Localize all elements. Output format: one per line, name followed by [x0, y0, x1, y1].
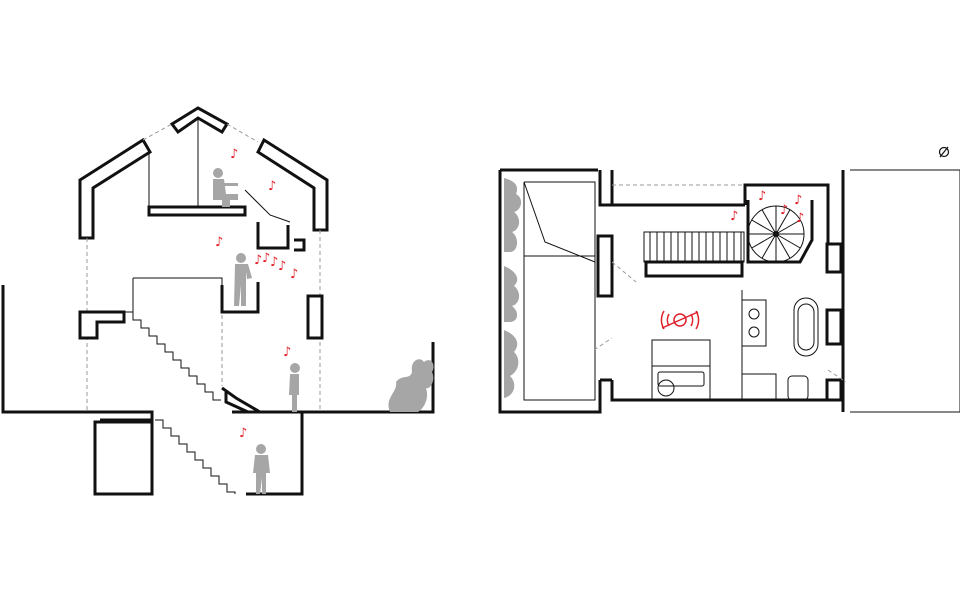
roof-right-slab — [256, 137, 329, 232]
section-music-note-icon: ♪ — [283, 345, 291, 360]
roof-terrace-slope — [523, 181, 596, 263]
attic-rope — [244, 189, 291, 223]
main-stair-landing — [221, 386, 261, 414]
hanging-cage-small — [294, 238, 306, 252]
north-arrow-icon — [938, 146, 950, 158]
section-music-note-icon: ♪ — [239, 426, 247, 441]
roof-left-slab — [78, 137, 153, 240]
terrace-left-wall — [498, 170, 602, 414]
spiral-tread — [775, 233, 801, 249]
section-music-note-icon: ♪ — [290, 267, 298, 282]
floor-plan: ♪ ♪ ♪ ♪ ♪ — [498, 146, 960, 414]
first-floor-slab — [78, 310, 126, 340]
balcony-right-outline — [850, 169, 960, 413]
section-music-note-icon: ♪ — [215, 235, 223, 250]
building-section: ♪♪♪♪♪♪♪♪♪♪ — [1, 106, 435, 496]
spiral-tread — [775, 219, 801, 235]
window-plan-right-2 — [825, 308, 843, 346]
bed — [651, 339, 711, 401]
ground-line-left — [1, 285, 87, 414]
straight-stair — [643, 231, 745, 278]
plan-music-notes: ♪ ♪ ♪ ♪ ♪ — [730, 189, 804, 226]
roof-ridge-cap — [169, 106, 230, 135]
sink-2 — [748, 326, 760, 338]
tree-silhouette — [388, 359, 434, 412]
section-music-notes: ♪♪♪♪♪♪♪♪♪♪ — [215, 147, 298, 441]
mezzanine-balcony — [220, 282, 260, 314]
basement-stair — [155, 419, 236, 494]
basement-outline — [87, 410, 154, 422]
plan-music-note-icon: ♪ — [796, 211, 804, 226]
section-music-note-icon: ♪ — [278, 259, 286, 274]
plan-outer-wall-bottom — [610, 380, 830, 402]
attic-loft-floor — [147, 205, 247, 217]
plan-outer-wall-top — [598, 170, 614, 207]
person-standing-ground — [289, 363, 300, 412]
spiral-tread — [751, 219, 777, 235]
door-swing-1 — [611, 261, 637, 283]
sink-1 — [748, 308, 760, 320]
spiral-stair — [746, 200, 814, 264]
roof-terrace-outline — [523, 181, 596, 401]
mezzanine-rail — [133, 277, 223, 312]
window-plan-left — [596, 234, 614, 298]
person-standing-basement — [253, 444, 270, 494]
window-plan-right-1 — [825, 242, 843, 274]
section-music-note-icon: ♪ — [268, 179, 276, 194]
basement-block — [93, 420, 154, 496]
person-standing-mezzanine — [234, 253, 252, 306]
basement-wall — [232, 410, 304, 496]
window-right — [306, 294, 324, 340]
main-stair — [124, 311, 221, 401]
section-music-note-icon: ♪ — [230, 147, 238, 162]
plan-music-note-icon: ♪ — [730, 209, 738, 224]
spiral-tread — [761, 209, 777, 235]
door-swing-3 — [827, 369, 847, 383]
plan-outer-wall-top-right — [743, 183, 830, 270]
bathtub — [793, 297, 819, 357]
speaker-icon — [660, 310, 700, 330]
toilet — [787, 375, 809, 401]
bedroom-chair — [657, 379, 675, 397]
section-music-note-icon: ♪ — [270, 255, 278, 270]
roof-outline-dashed — [142, 123, 173, 141]
plan-music-note-icon: ♪ — [780, 203, 788, 218]
hanging-cage — [256, 222, 290, 250]
balcony-hedge — [504, 178, 522, 398]
window-plan-right-3 — [825, 378, 843, 402]
plan-music-note-icon: ♪ — [758, 189, 766, 204]
door-swing-2 — [593, 337, 613, 351]
stair-wall-mid — [224, 392, 249, 414]
shower — [741, 373, 777, 401]
roof-outline-dashed-2 — [226, 123, 259, 143]
spiral-tread — [775, 233, 791, 259]
vanity — [741, 299, 767, 347]
spiral-tread — [775, 209, 791, 235]
spiral-tread — [761, 233, 777, 259]
spiral-tread — [751, 233, 777, 249]
person-seated-attic — [213, 168, 238, 207]
section-music-note-icon: ♪ — [254, 253, 262, 268]
section-music-note-icon: ♪ — [262, 251, 270, 266]
bathtub-inner — [797, 303, 815, 351]
plan-music-note-icon: ♪ — [794, 193, 802, 208]
